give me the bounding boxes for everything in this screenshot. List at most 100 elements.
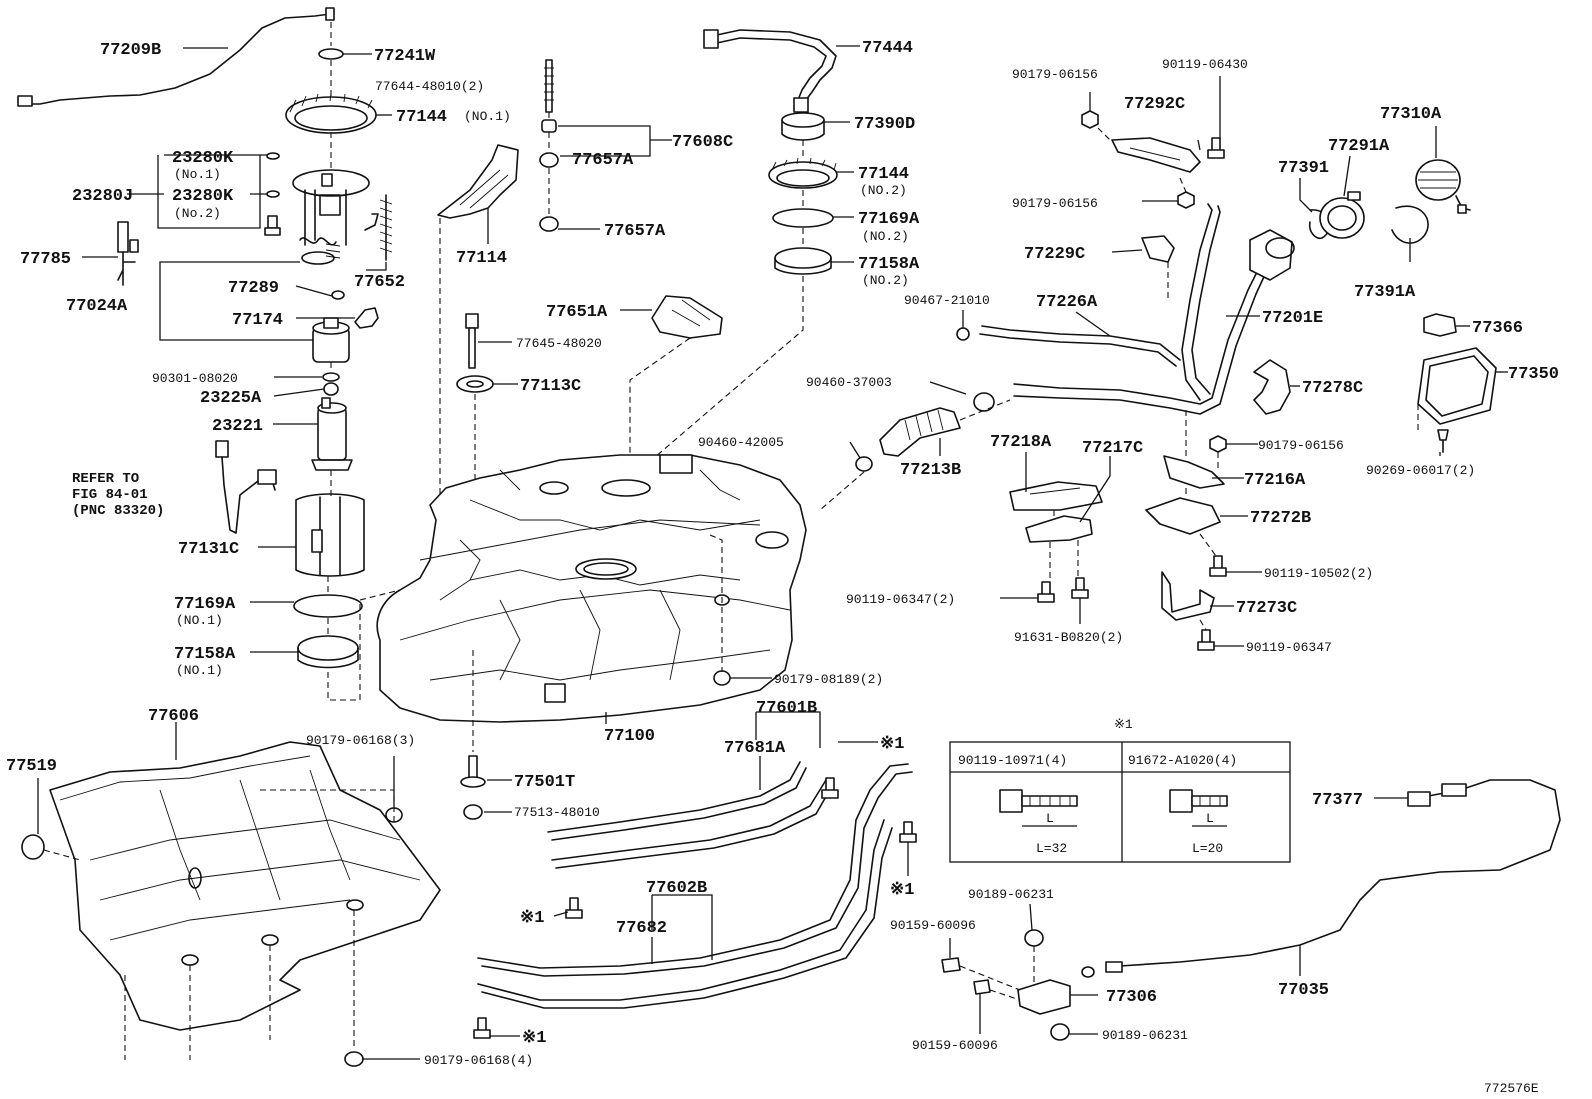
grommet-77657A-a [539,152,559,168]
bracket-77272B [1145,497,1221,535]
label-77241W: 77241W [374,47,436,66]
label-23280K-no2-sub: (No.2) [174,206,221,221]
label-77602B: 77602B [646,879,707,898]
label-77390D: 77390D [854,115,915,134]
spec-table [949,741,1291,863]
bracket-77292C [1111,137,1201,173]
label-77310A: 77310A [1380,105,1442,124]
label-23280K-no2: 23280K [172,187,234,206]
label-90269: 90269-06017(2) [1366,463,1475,478]
spring-77289 [325,243,345,300]
label-77785: 77785 [20,250,71,269]
label-77144-no1: 77144 [396,108,447,127]
nut-90179-06156-a [1081,110,1099,129]
label-77366: 77366 [1472,319,1523,338]
label-77278C: 77278C [1302,379,1363,398]
protector-77217C [1025,515,1093,543]
cable-77035 [1081,779,1561,978]
fuel-pump-cap-77390D [781,97,825,141]
bolt-91631 [1071,577,1089,599]
label-77229C: 77229C [1024,245,1085,264]
label-77519: 77519 [6,757,57,776]
label-23221: 23221 [212,417,263,436]
retainer-ring-77144-no1 [285,93,377,134]
screw-90159-a [941,957,961,973]
label-77169A-no1-sub: (NO.1) [176,613,223,628]
reference-note-line2: FIG 84-01 [72,487,148,503]
label-77169A-no2-sub: (NO.2) [862,229,909,244]
diagram-code: 772576E [1484,1081,1539,1096]
label-77306: 77306 [1106,988,1157,1007]
nut-90189-06231-a [1024,929,1044,947]
vent-tube-77209B [17,7,335,107]
table-col2-dim: L [1206,811,1214,826]
label-mark1-d: ※1 [522,1029,546,1048]
label-77158A-no2-sub: (NO.2) [862,273,909,288]
label-90467: 90467-21010 [904,293,990,308]
band-77602B [477,763,913,1009]
nut-90179-06156-b [1177,191,1195,209]
bolt-mark1-b [565,897,583,919]
bolt-90119-06347-2 [1037,581,1055,603]
screw-23280J [264,215,281,236]
stud-77644 [544,59,554,113]
wire-harness-ref [215,440,277,534]
label-90189-06231-b: 90189-06231 [1102,1028,1188,1043]
label-23280K-no1-sub: (No.1) [174,167,221,182]
label-77158A-no1: 77158A [174,645,236,664]
bracket-77216A [1163,455,1225,489]
hose-77444 [703,29,837,101]
label-77272B: 77272B [1250,509,1311,528]
screw-90159-b [973,979,991,995]
label-90460-37003: 90460-37003 [806,375,892,390]
label-77444: 77444 [862,39,913,58]
bolt-77501T [460,755,486,788]
bolt-mark1-a [821,777,839,799]
label-23225A: 23225A [200,389,262,408]
bolt-90119-06347 [1197,629,1215,651]
label-77169A-no1: 77169A [174,595,236,614]
protector-77218A [1009,481,1103,511]
label-90119-06430: 90119-06430 [1162,57,1248,72]
reference-note-line3: (PNC 83320) [72,503,164,519]
ring-77158A-no2 [774,247,832,275]
label-90179-06168-4: 90179-06168(4) [424,1053,533,1068]
label-90179-06156-c: 90179-06156 [1258,438,1344,453]
clip-77519 [21,834,45,860]
label-77644: 77644-48010(2) [375,79,484,94]
bolt-90119-10502 [1209,555,1227,577]
label-77682: 77682 [616,919,667,938]
label-77114: 77114 [456,249,507,268]
table-col2-part: 91672-A1020(4) [1128,753,1237,768]
table-note: ※1 [1114,717,1133,732]
protector-77651A [651,295,723,339]
band-77601B [547,761,833,869]
label-77144-no1-sub: (NO.1) [464,109,511,124]
label-77291A: 77291A [1328,137,1390,156]
clamp-77229C [1141,235,1175,263]
label-90119-10502: 90119-10502(2) [1264,566,1373,581]
label-90179-06156-b: 90179-06156 [1012,196,1098,211]
label-77209B: 77209B [100,41,161,60]
bolt-77645 [465,313,479,369]
cap-77291A [1319,191,1365,239]
label-77035: 77035 [1278,981,1329,1000]
bracket-77273C [1161,571,1215,621]
bracket-77174 [354,307,379,329]
label-77292C: 77292C [1124,95,1185,114]
table-col2-len: L=20 [1192,841,1223,856]
label-90159-60096-a: 90159-60096 [890,918,976,933]
screw-90269 [1437,429,1449,453]
cushion-23225A [323,382,339,396]
grommet-90179-08189 [713,594,731,686]
ring-77158A-no1 [297,635,359,669]
bolt-90119-06430 [1207,137,1225,159]
cap-77608C [541,119,557,133]
gasket-77169A-no1 [293,594,363,618]
label-77169A-no2: 77169A [858,210,920,229]
protector-77114 [437,144,519,219]
label-77608C: 77608C [672,133,733,152]
gasket-77169A-no2 [772,208,834,228]
fuel-lid-77350 [1417,347,1497,425]
nut-90179-06156-c [1209,435,1227,453]
